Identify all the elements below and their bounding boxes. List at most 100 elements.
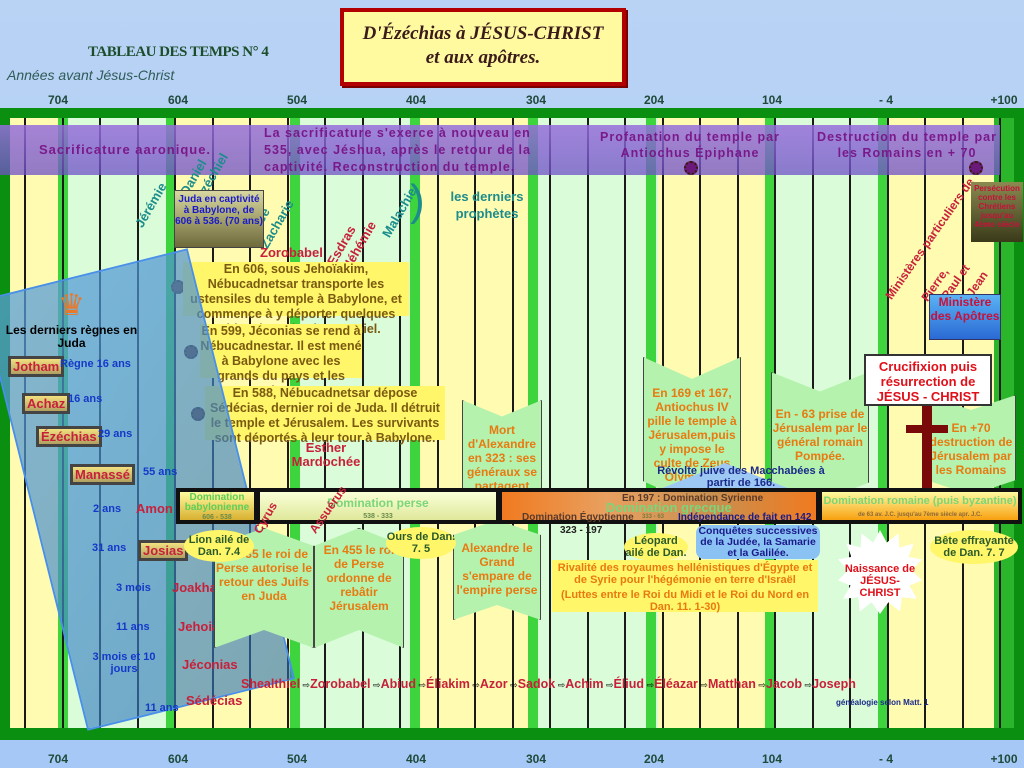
grid-line bbox=[587, 118, 589, 728]
chevron-pompee: En - 63 prise de Jérusalem par le généra… bbox=[771, 372, 869, 502]
crown-icon: ♛ bbox=[58, 289, 85, 322]
ministere-apotres: Ministère des Apôtres bbox=[929, 294, 1001, 340]
main-title-line2: et aux apôtres. bbox=[425, 47, 541, 68]
domination-romaine: Domination romaine (puis byzantine) de 6… bbox=[820, 490, 1020, 522]
king-duration: 11 ans bbox=[116, 621, 150, 633]
genealogy-name: Éléazar bbox=[654, 677, 698, 691]
destruction-label: Destruction du temple par les Romains en… bbox=[817, 130, 997, 160]
king-name: Joakhaz bbox=[172, 580, 224, 595]
axis-top-tick: 204 bbox=[643, 93, 665, 107]
rivalry-line1: Rivalité des royaumes hellénistiques d'É… bbox=[557, 562, 813, 586]
main-title-line1: D'Ézéchias à JÉSUS-CHRIST bbox=[362, 23, 604, 44]
grid-line bbox=[624, 118, 626, 728]
king-duration: 55 ans bbox=[143, 466, 178, 478]
genealogy-note: généalogie selon Matt. 1 bbox=[836, 698, 929, 707]
grecque-label: Domination grecque bbox=[606, 500, 732, 515]
arrow-right-icon: ⇨ bbox=[415, 680, 427, 690]
king-duration: 31 ans bbox=[92, 542, 127, 554]
cross-icon bbox=[922, 406, 932, 490]
captivity-box: Juda en captivité à Babylone, de 606 à 5… bbox=[174, 190, 264, 248]
band bbox=[538, 118, 658, 728]
axis-bottom-tick: 404 bbox=[405, 752, 427, 766]
priesthood-later: Profanation du temple par Antiochus Épip… bbox=[550, 125, 1000, 175]
mardochee-label: Mardochée bbox=[291, 454, 361, 469]
genealogy-name: Azor bbox=[479, 677, 508, 691]
genealogy-name: Joseph bbox=[812, 677, 856, 691]
genealogy-row: Shealthiel ⇨Zorobabel ⇨Abiud ⇨Éliakim ⇨A… bbox=[241, 675, 856, 693]
beast-bete: Bête effrayante de Dan. 7. 7 bbox=[930, 530, 1018, 564]
king-name: Achaz bbox=[22, 393, 71, 414]
axis-bottom-tick: - 4 bbox=[878, 752, 894, 766]
axis-top-tick: 504 bbox=[286, 93, 308, 107]
grecque-dates: 333 - 63 bbox=[642, 514, 665, 520]
arrow-right-icon: ⇨ bbox=[469, 680, 480, 690]
independance-label: Indépendance de fait en 142 bbox=[678, 512, 812, 523]
period-323-197: 323 - 197 bbox=[560, 525, 603, 536]
romaine-label: Domination romaine (puis byzantine) bbox=[823, 495, 1017, 507]
crucifixion-box: Crucifixion puis résurrection de JÉSUS -… bbox=[864, 354, 992, 406]
axis-top-tick: 604 bbox=[167, 93, 189, 107]
domination-babylon: Domination babylonienne 606 - 538 bbox=[178, 490, 256, 522]
zorobabel-label: Zorobabel bbox=[260, 245, 323, 260]
king-name: Jéconias bbox=[182, 657, 238, 672]
rivalry-line2: (Luttes entre le Roi du Midi et le Roi d… bbox=[560, 589, 810, 613]
axis-bottom-tick: +100 bbox=[990, 752, 1018, 766]
chevron-alexandre-perse: Alexandre le Grand s'empare de l'empire … bbox=[453, 520, 541, 620]
king-name: Sédécias bbox=[186, 693, 243, 708]
king-name: Amon bbox=[136, 501, 173, 516]
bracket-icon: ) bbox=[410, 176, 425, 225]
genealogy-name: Sadok bbox=[517, 677, 556, 691]
king-name: Ézéchias bbox=[36, 426, 102, 447]
babylon-label: Domination babylonienne bbox=[184, 492, 250, 513]
arrow-right-icon: ⇨ bbox=[555, 680, 566, 690]
king-duration: 11 ans bbox=[145, 702, 179, 714]
king-name: Jotham bbox=[8, 356, 65, 377]
cross-bar bbox=[906, 425, 948, 433]
axis-bottom-tick: 704 bbox=[47, 752, 69, 766]
syrienne-label: En 197 : Domination Syrienne bbox=[622, 493, 764, 504]
domination-grecque: En 197 : Domination Syrienne Domination … bbox=[500, 490, 818, 523]
beast-lion: Lion ailé de Dan. 7.4 bbox=[184, 530, 254, 562]
esther-label: Esther bbox=[305, 440, 347, 455]
subtitle: Années avant Jésus-Christ bbox=[7, 67, 175, 83]
king-duration: 2 ans bbox=[93, 503, 122, 515]
destruction-marker bbox=[969, 161, 983, 175]
king-duration: 16 ans bbox=[68, 393, 103, 405]
event-599: En 599, Jéconias se rend à Nébucadnestar… bbox=[200, 324, 362, 398]
chevron-70: En +70 destruction de Jérusalem par les … bbox=[926, 395, 1016, 495]
profanation-label: Profanation du temple par Antiochus Épip… bbox=[600, 130, 780, 160]
arrow-right-icon: ⇨ bbox=[603, 680, 614, 690]
rivalry-box: Rivalité des royaumes hellénistiques d'É… bbox=[552, 560, 818, 613]
priesthood-aaronic: Sacrificature aaronique. bbox=[0, 125, 250, 175]
last-prophets-label: les derniers prophètes bbox=[450, 189, 524, 221]
axis-top-tick: +100 bbox=[990, 93, 1018, 107]
genealogy-name: Éliakim bbox=[426, 677, 470, 691]
axis-top-tick: 304 bbox=[525, 93, 547, 107]
profanation-marker bbox=[684, 161, 698, 175]
king-duration: 3 mois et 10 jours bbox=[92, 651, 156, 675]
genealogy-name: Achim bbox=[565, 677, 604, 691]
priesthood-restored: La sacrificature s'exerce à nouveau en 5… bbox=[250, 125, 550, 175]
arrow-right-icon: ⇨ bbox=[300, 680, 311, 690]
genealogy-name: Éliud bbox=[613, 677, 645, 691]
arrow-right-icon: ⇨ bbox=[507, 680, 518, 690]
conquests-box: Conquêtes successives de la Judée, la Sa… bbox=[696, 525, 820, 559]
king-name: Josias bbox=[138, 540, 189, 561]
axis-top-tick: 704 bbox=[47, 93, 69, 107]
axis-bottom-tick: 104 bbox=[761, 752, 783, 766]
domination-perse: Domination perse 538 - 333 bbox=[258, 490, 498, 522]
perse-label: Domination perse bbox=[327, 496, 429, 510]
arrow-right-icon: ⇨ bbox=[644, 680, 655, 690]
persecution-box: Persécution contre les Chrétiens jusqu'a… bbox=[971, 182, 1023, 242]
king-duration: 29 ans bbox=[98, 428, 133, 440]
arrow-right-icon: ⇨ bbox=[697, 680, 708, 690]
grid-line bbox=[887, 118, 889, 728]
grid-line bbox=[549, 118, 551, 728]
axis-top-tick: 104 bbox=[761, 93, 783, 107]
band-divider bbox=[878, 118, 888, 728]
king-duration: 3 mois bbox=[116, 582, 151, 594]
babylon-dates: 606 - 538 bbox=[202, 514, 232, 521]
event-606: En 606, sous Jehoïakim, Nébucadnetsar tr… bbox=[183, 262, 409, 336]
genealogy-name: Matthan bbox=[707, 677, 756, 691]
event-588: En 588, Nébucadnetsar dépose Sédécias, d… bbox=[205, 386, 445, 445]
